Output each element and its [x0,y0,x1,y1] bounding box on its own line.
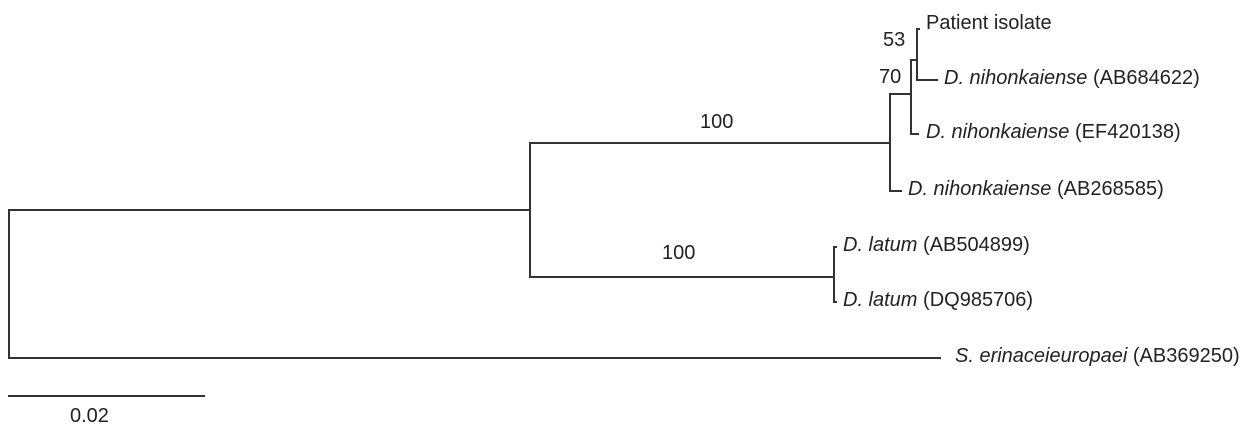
taxon-label-latum-ab504899: D. latum (AB504899) [843,234,1030,256]
bootstrap-53: 53 [883,29,905,51]
taxon-species: D. nihonkaiense [926,121,1075,143]
taxon-species: D. nihonkaiense [944,67,1093,89]
scale-bar-label: 0.02 [70,405,109,427]
taxon-label-nihonkaiense-ab684622: D. nihonkaiense (AB684622) [944,67,1200,89]
bootstrap-values: 53 70 100 100 [662,29,905,264]
taxon-accession: (AB369250) [1133,345,1240,367]
taxon-accession: (AB504899) [923,234,1030,256]
taxon-label-s-erinaceieuropaei: S. erinaceieuropaei (AB369250) [955,345,1240,367]
taxon-species: D. latum [843,289,923,311]
taxon-accession: (AB268585) [1057,178,1164,200]
bootstrap-100-latum: 100 [662,242,695,264]
bootstrap-100-nihonkaiense: 100 [700,111,733,133]
taxon-species: S. erinaceieuropaei [955,345,1133,367]
taxon-species: D. latum [843,234,923,256]
taxon-accession: (AB684622) [1093,67,1200,89]
taxon-accession: (DQ985706) [923,289,1033,311]
bootstrap-70: 70 [879,66,901,88]
tree-branches [8,28,941,359]
taxon-accession: Patient isolate [926,12,1052,34]
taxon-label-patient-isolate: Patient isolate [926,12,1052,34]
taxon-label-latum-dq985706: D. latum (DQ985706) [843,289,1033,311]
taxon-label-nihonkaiense-ef420138: D. nihonkaiense (EF420138) [926,121,1181,143]
taxon-labels: Patient isolate D. nihonkaiense (AB68462… [843,12,1240,367]
scale-bar: 0.02 [8,395,205,427]
taxon-accession: (EF420138) [1075,121,1181,143]
taxon-species: D. nihonkaiense [908,178,1057,200]
taxon-label-nihonkaiense-ab268585: D. nihonkaiense (AB268585) [908,178,1164,200]
